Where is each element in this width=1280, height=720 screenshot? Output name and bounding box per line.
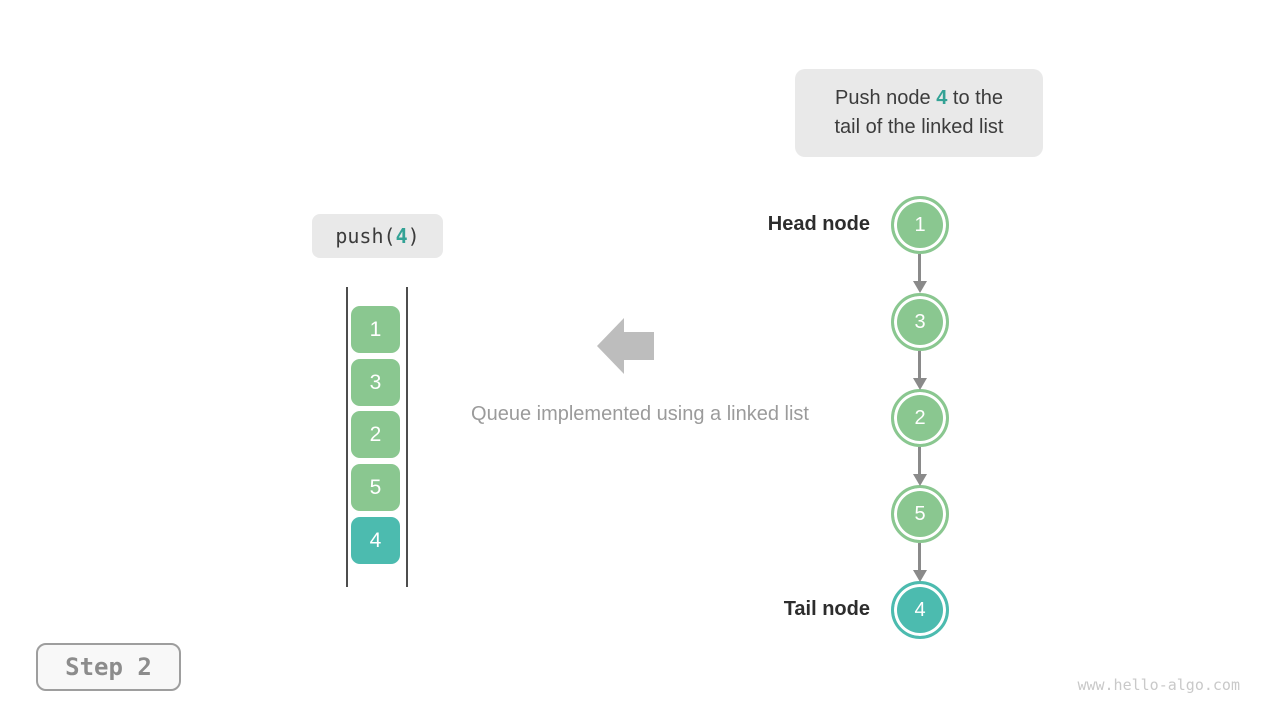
linked-list-node: 1 (891, 196, 949, 254)
queue-container-left-wall (346, 287, 348, 587)
push-operation-label: push(4) (312, 214, 443, 258)
watermark: www.hello-algo.com (1077, 676, 1240, 694)
next-pointer-arrow-head (913, 378, 927, 390)
left-block-arrow-icon (597, 318, 654, 374)
next-pointer-arrow-shaft (918, 543, 921, 570)
linked-list-node: 5 (891, 485, 949, 543)
callout-box: Push node 4 to the tail of the linked li… (795, 69, 1043, 157)
queue-item-pushed: 4 (351, 517, 400, 564)
push-label-arg: 4 (395, 224, 408, 248)
callout-line-1: Push node 4 to the (835, 84, 1003, 113)
step-badge: Step 2 (36, 643, 181, 691)
push-label-prefix: push( (335, 224, 396, 248)
tail-node-label: Tail node (783, 598, 870, 620)
head-node-label: Head node (767, 213, 870, 235)
push-label-suffix: ) (407, 224, 420, 248)
linked-list-node: 2 (891, 389, 949, 447)
next-pointer-arrow-shaft (918, 351, 921, 378)
callout-text-suffix: to the (947, 87, 1003, 109)
left-block-arrow-head (597, 318, 624, 374)
queue-item: 5 (351, 464, 400, 511)
next-pointer-arrow-head (913, 281, 927, 293)
diagram-caption: Queue implemented using a linked list (471, 403, 809, 425)
queue-item: 3 (351, 359, 400, 406)
linked-list-node-tail: 4 (891, 581, 949, 639)
callout-highlight-value: 4 (936, 87, 948, 109)
next-pointer-arrow-head (913, 474, 927, 486)
queue-item: 2 (351, 411, 400, 458)
left-block-arrow-shaft (624, 332, 654, 360)
linked-list-node: 3 (891, 293, 949, 351)
next-pointer-arrow-head (913, 570, 927, 582)
callout-text-prefix: Push node (835, 87, 937, 109)
queue-container-right-wall (406, 287, 408, 587)
next-pointer-arrow-shaft (918, 447, 921, 474)
next-pointer-arrow-shaft (918, 254, 921, 281)
callout-line-2: tail of the linked list (834, 116, 1004, 138)
queue-item: 1 (351, 306, 400, 353)
